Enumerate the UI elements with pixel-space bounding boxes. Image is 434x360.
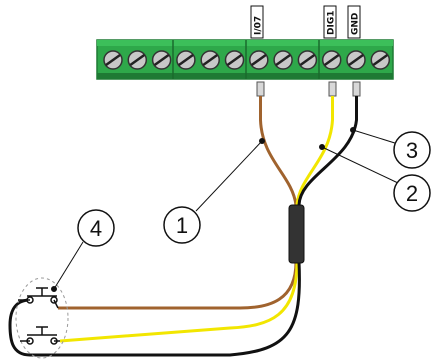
pushbutton-icon xyxy=(15,277,69,359)
callout-4: 4 xyxy=(77,209,115,247)
screw-icon xyxy=(127,50,148,70)
terminal-label-io7: I/07 xyxy=(250,5,264,39)
terminal-label-dig1-text: DIG1 xyxy=(327,11,337,35)
terminal-label-dig1: DIG1 xyxy=(323,5,337,39)
callout-3: 3 xyxy=(393,131,431,169)
terminal-label-io7-text: I/07 xyxy=(254,16,264,35)
screw-icon xyxy=(297,50,318,70)
screw-icon xyxy=(249,50,269,70)
terminal-label-gnd-text: GND xyxy=(351,13,361,35)
screw-icon xyxy=(200,50,220,70)
ferrule-io7 xyxy=(256,81,265,97)
screw-icon xyxy=(346,50,366,70)
ferrule-gnd xyxy=(352,81,361,97)
ferrule-dig1 xyxy=(328,81,337,97)
screw-row xyxy=(103,50,391,70)
terminal-label-gnd: GND xyxy=(347,5,361,39)
callout-1-text: 1 xyxy=(176,213,188,238)
wire-brown xyxy=(58,96,298,310)
callout-leaders xyxy=(51,127,399,292)
screw-icon xyxy=(176,50,196,70)
screw-icon xyxy=(321,50,342,70)
wire-black xyxy=(8,96,358,357)
callout-3-text: 3 xyxy=(406,138,418,163)
screw-icon xyxy=(273,50,293,70)
terminal-block xyxy=(96,39,394,80)
callout-2-text: 2 xyxy=(406,181,418,206)
screw-icon xyxy=(103,50,123,70)
callout-2: 2 xyxy=(393,174,431,212)
callout-1: 1 xyxy=(163,206,201,244)
screw-icon xyxy=(151,50,172,70)
callout-4-text: 4 xyxy=(90,216,102,241)
screw-icon xyxy=(224,50,245,70)
screw-icon xyxy=(370,50,391,70)
heat-shrink-sleeve xyxy=(288,204,305,264)
